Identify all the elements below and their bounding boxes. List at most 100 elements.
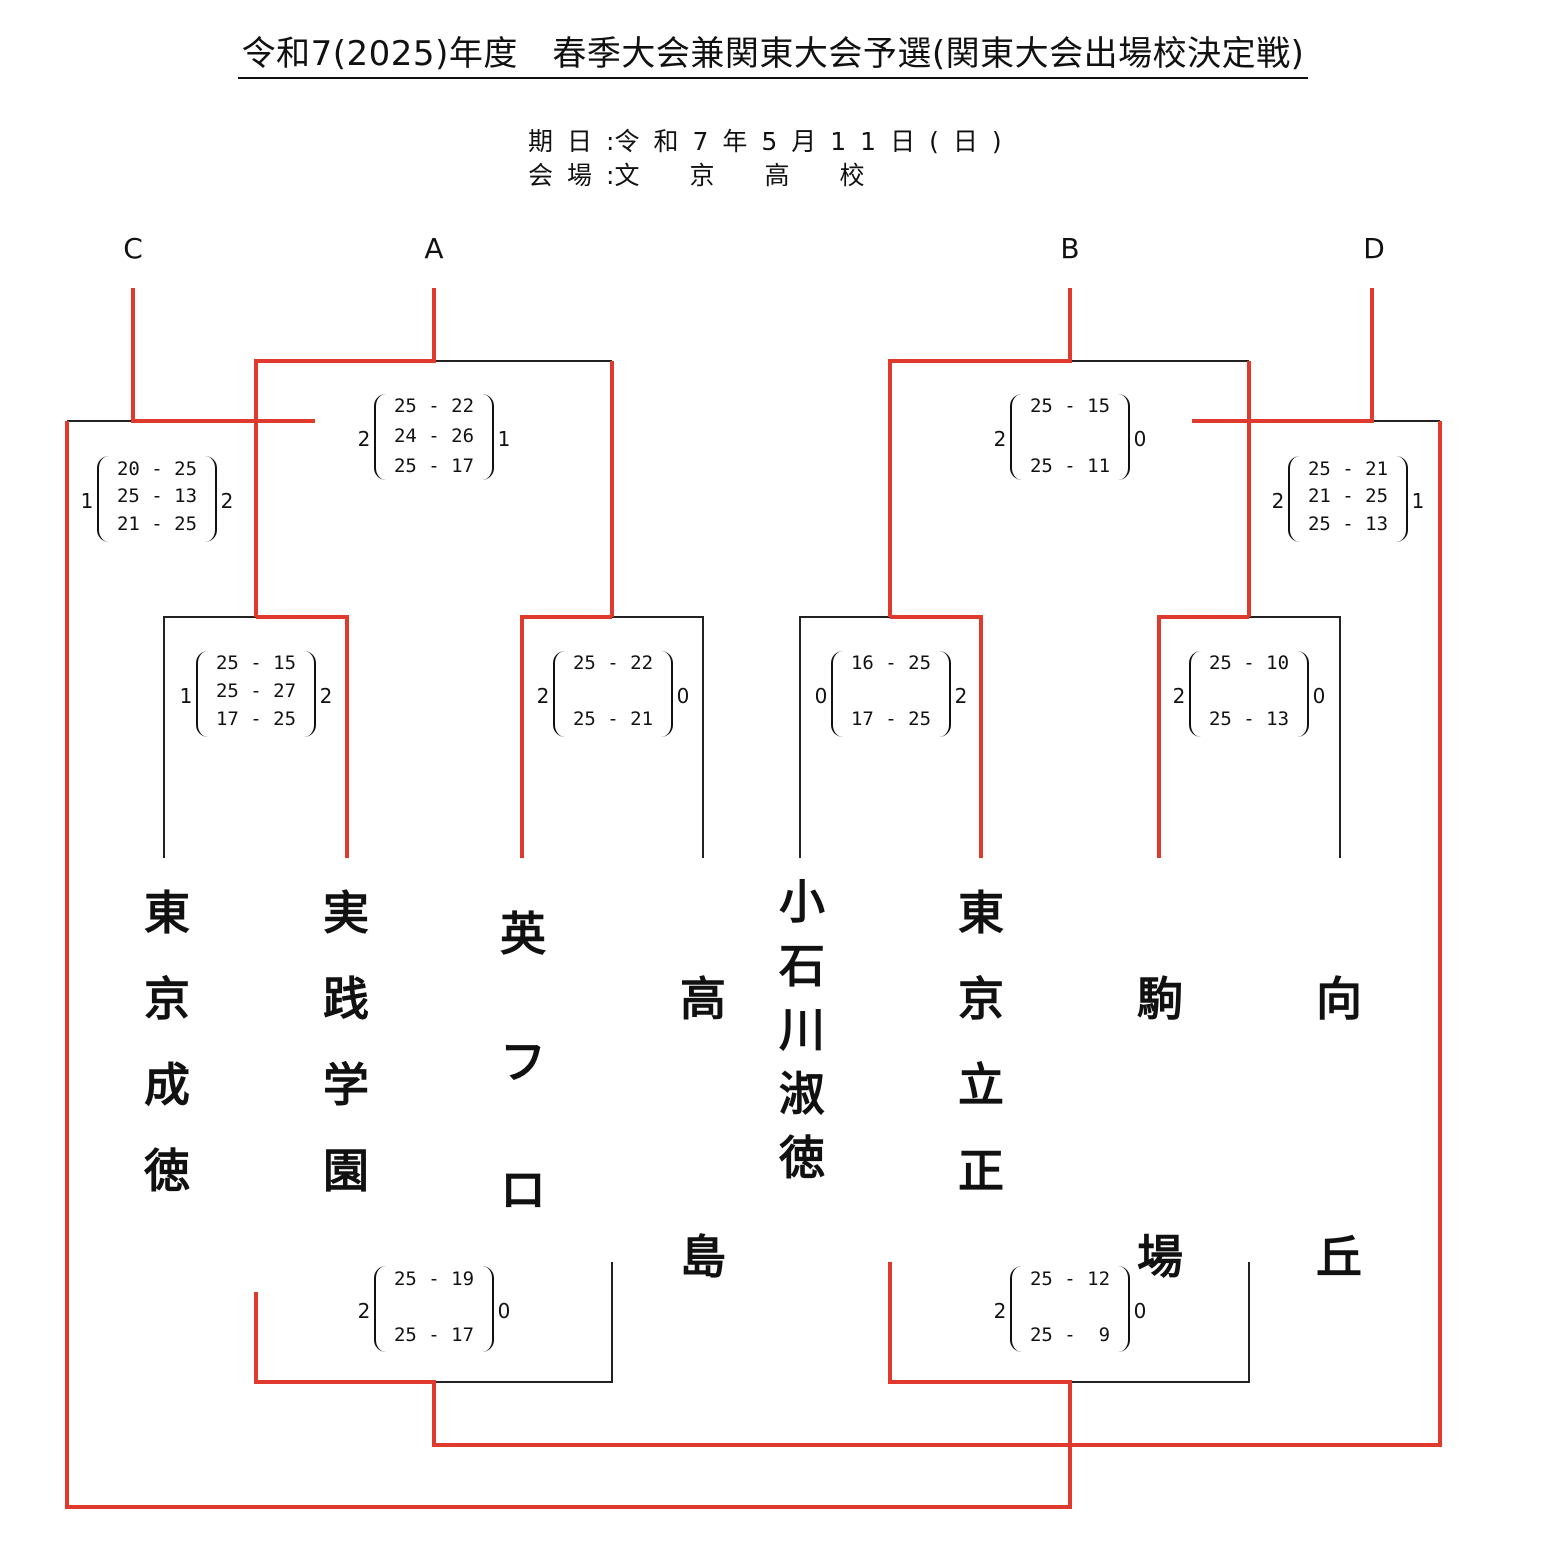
set-scores: 25 - 15 25 - 27 17 - 25: [196, 651, 316, 737]
set-2: 25 - 27: [215, 680, 297, 702]
set-scores: 25 - 10 25 - 13: [1189, 651, 1309, 737]
venue-label: 会場: [528, 161, 607, 190]
score-right: 1: [1411, 489, 1425, 513]
team-mukogaoka: 向丘: [1294, 870, 1384, 1284]
score-left: 2: [357, 427, 371, 451]
loser-path-8: [1070, 1262, 1250, 1383]
set-scores: 25 - 22 25 - 21: [553, 651, 673, 737]
set-2: [833, 680, 949, 704]
set-2: 25 - 13: [116, 485, 198, 507]
team-tokyo-rissho: 東京立正: [936, 870, 1026, 1200]
set-3: 25 - 21: [572, 708, 654, 730]
score-right: 2: [954, 684, 968, 708]
score-left: 2: [536, 684, 550, 708]
score-right: 2: [220, 489, 234, 513]
score-right: 0: [1133, 1299, 1147, 1323]
set-scores: 25 - 15 25 - 11: [1010, 394, 1130, 480]
team-komaba: 駒場: [1115, 870, 1205, 1284]
match-semi-a: 2 25 - 22 24 - 26 25 - 17 1: [354, 394, 514, 484]
team-name: 向丘: [1316, 972, 1362, 1284]
team-name: 駒場: [1137, 972, 1183, 1284]
score-left: 1: [179, 684, 193, 708]
team-tokyo-seitoku: 東京成徳: [122, 870, 212, 1200]
team-name: 東京成徳: [144, 886, 190, 1198]
set-2: [1191, 680, 1307, 704]
set-3: 17 - 25: [215, 708, 297, 730]
set-2: [1012, 1296, 1128, 1320]
score-left: 2: [993, 1299, 1007, 1323]
set-3: 25 - 13: [1307, 513, 1389, 535]
score-right: 2: [319, 684, 333, 708]
set-scores: 25 - 19 25 - 17: [374, 1266, 494, 1352]
set-1: 25 - 15: [215, 652, 297, 674]
score-right: 0: [676, 684, 690, 708]
venue-value: 文 京 高 校: [614, 161, 865, 190]
score-left: 1: [80, 489, 94, 513]
set-2: [376, 1296, 492, 1320]
winner-path-cons-left: [254, 421, 1442, 1447]
set-scores: 16 - 25 17 - 25: [831, 651, 951, 737]
bracket-letter-d: D: [1363, 232, 1385, 265]
set-2: [555, 680, 671, 704]
date-value: 令和7年5月11日(日): [614, 127, 1016, 156]
page-title: 令和7(2025)年度 春季大会兼関東大会予選(関東大会出場校決定戦): [0, 26, 1546, 79]
set-3: 25 - 17: [393, 455, 475, 477]
winner-path-r1-2: [520, 615, 612, 858]
team-name: 東京立正: [958, 886, 1004, 1198]
match-r1-2: 2 25 - 22 25 - 21 0: [533, 651, 693, 741]
winner-path-r1-3: [890, 615, 983, 858]
team-name: 実践学園: [323, 886, 369, 1198]
score-left: 0: [814, 684, 828, 708]
set-3: 25 - 9: [1029, 1324, 1111, 1346]
set-scores: 25 - 12 25 - 9: [1010, 1266, 1130, 1352]
set-2: 21 - 25: [1307, 485, 1389, 507]
match-final-c: 1 20 - 25 25 - 13 21 - 25 2: [77, 456, 237, 546]
page-title-text: 令和7(2025)年度 春季大会兼関東大会予選(関東大会出場校決定戦): [237, 34, 1309, 79]
set-3: 25 - 17: [393, 1324, 475, 1346]
score-right: 0: [497, 1299, 511, 1323]
score-right: 0: [1312, 684, 1326, 708]
set-2: 24 - 26: [393, 425, 475, 447]
team-eifuro: 英フロ: [478, 870, 568, 1217]
score-right: 1: [497, 427, 511, 451]
set-1: 25 - 15: [1029, 395, 1111, 417]
set-3: 25 - 11: [1029, 455, 1111, 477]
set-1: 25 - 21: [1307, 458, 1389, 480]
score-right: 0: [1133, 427, 1147, 451]
match-r1-3: 0 16 - 25 17 - 25 2: [811, 651, 971, 741]
set-3: 21 - 25: [116, 513, 198, 535]
team-name: 高島: [680, 972, 726, 1284]
match-semi-b: 2 25 - 15 25 - 11 0: [990, 394, 1150, 484]
set-3: 25 - 13: [1208, 708, 1290, 730]
set-1: 25 - 22: [572, 652, 654, 674]
team-name: 英フロ: [500, 907, 546, 1217]
team-koishikawa-shukutoku: 小石川淑徳: [757, 870, 847, 1200]
date-label: 期日: [528, 127, 607, 156]
date-row: 期日:令和7年5月11日(日): [528, 122, 1016, 158]
winner-path-r1-1: [256, 615, 349, 858]
colon: :: [606, 127, 615, 156]
set-1: 20 - 25: [116, 458, 198, 480]
match-final-d: 2 25 - 21 21 - 25 25 - 13 1: [1268, 456, 1428, 546]
team-jissen-gakuen: 実践学園: [301, 870, 391, 1200]
winner-path-cons-right: [65, 421, 1072, 1509]
match-r1-1: 1 25 - 15 25 - 27 17 - 25 2: [176, 651, 336, 741]
bracket-letter-a: A: [424, 232, 444, 265]
set-1: 25 - 10: [1208, 652, 1290, 674]
score-left: 2: [993, 427, 1007, 451]
colon: :: [606, 161, 615, 190]
winner-paths: [65, 288, 1442, 1509]
team-name: 小石川淑徳: [779, 875, 825, 1185]
winner-path-final-d: [1192, 288, 1374, 423]
bracket-letter-b: B: [1060, 232, 1080, 265]
winner-path-semi-a: [254, 288, 436, 617]
set-1: 25 - 22: [393, 395, 475, 417]
loser-path-7: [434, 1262, 613, 1383]
set-3: 17 - 25: [850, 708, 932, 730]
winner-path-semi-b: [888, 288, 1072, 617]
winner-path-final-c: [131, 288, 315, 423]
set-scores: 20 - 25 25 - 13 21 - 25: [97, 456, 217, 542]
match-consolation-left: 2 25 - 19 25 - 17 0: [354, 1266, 514, 1356]
set-1: 16 - 25: [850, 652, 932, 674]
